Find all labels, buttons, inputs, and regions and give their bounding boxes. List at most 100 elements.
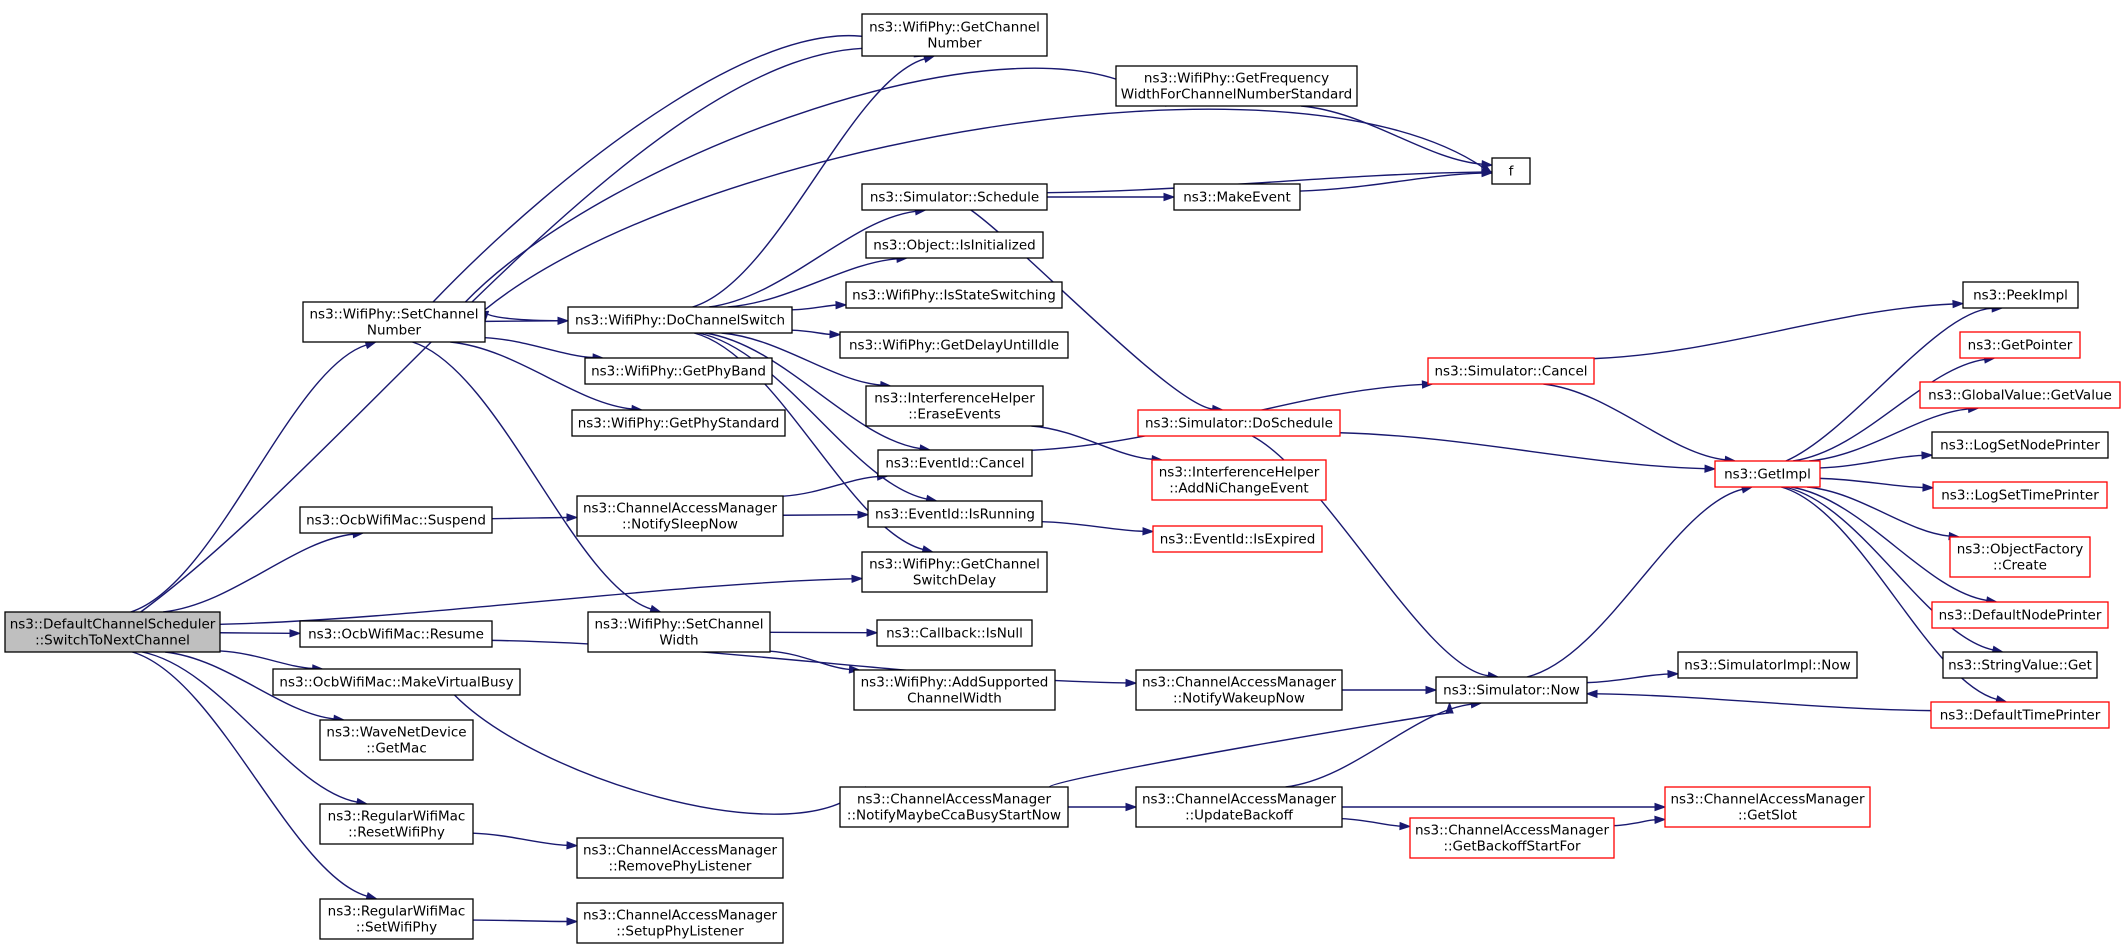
node-isstate[interactable]: ns3::WifiPhy::IsStateSwitching	[845, 281, 1063, 309]
node-simimplnow[interactable]: ns3::SimulatorImpl::Now	[1677, 651, 1858, 679]
edge-deftime-to-simnow	[1585, 689, 1932, 712]
node-lognode[interactable]: ns3::LogSetNodePrinter	[1931, 431, 2109, 459]
edge-notifycca-to-updback	[1068, 802, 1138, 812]
node-reset[interactable]: ns3::RegularWifiMac::ResetWifiPhy	[319, 803, 474, 845]
node-getimpl[interactable]: ns3::GetImpl	[1714, 460, 1821, 488]
node-label: ns3::InterferenceHelper	[1159, 465, 1320, 481]
node-strget[interactable]: ns3::StringValue::Get	[1942, 651, 2098, 679]
node-label: ns3::WifiPhy::IsStateSwitching	[852, 288, 1056, 304]
node-resume[interactable]: ns3::OcbWifiMac::Resume	[299, 620, 493, 648]
edge-root-to-resume	[219, 629, 302, 638]
edge-line	[1790, 486, 1987, 602]
edge-root-to-setch	[130, 341, 378, 613]
node-label: ns3::SimulatorImpl::Now	[1684, 658, 1850, 674]
node-label: ChannelWidth	[907, 691, 1002, 707]
node-label: ns3::WaveNetDevice	[326, 725, 466, 741]
node-objfac[interactable]: ns3::ObjectFactory::Create	[1949, 536, 2091, 578]
node-updback[interactable]: ns3::ChannelAccessManager::UpdateBackoff	[1135, 786, 1343, 828]
node-erase[interactable]: ns3::InterferenceHelper::EraseEvents	[865, 385, 1044, 427]
node-removelis[interactable]: ns3::ChannelAccessManager::RemovePhyList…	[576, 837, 784, 879]
edge-line	[1301, 105, 1483, 165]
node-setphy[interactable]: ns3::RegularWifiMac::SetWifiPhy	[319, 898, 474, 940]
edge-arrowhead	[364, 341, 378, 350]
node-getbackoff[interactable]: ns3::ChannelAccessManager::GetBackoffSta…	[1409, 817, 1615, 859]
edge-line	[1041, 520, 1144, 532]
edge-line	[219, 632, 291, 635]
node-notifywake[interactable]: ns3::ChannelAccessManager::NotifyWakeupN…	[1135, 669, 1343, 711]
node-evcancel[interactable]: ns3::EventId::Cancel	[877, 449, 1033, 477]
edge-line	[698, 332, 927, 500]
edge-dochsw-to-isstate	[791, 300, 848, 311]
node-dochsw[interactable]: ns3::WifiPhy::DoChannelSwitch	[567, 306, 793, 334]
node-wngetmac[interactable]: ns3::WaveNetDevice::GetMac	[319, 719, 474, 761]
node-addni[interactable]: ns3::InterferenceHelper::AddNiChangeEven…	[1151, 459, 1327, 501]
node-deftime[interactable]: ns3::DefaultTimePrinter	[1930, 701, 2110, 729]
node-label: ns3::Simulator::Schedule	[870, 190, 1039, 206]
node-label: ns3::Simulator::Now	[1443, 683, 1580, 699]
node-box	[1152, 525, 1323, 553]
node-phystd[interactable]: ns3::WifiPhy::GetPhyStandard	[571, 409, 786, 437]
edge-line	[484, 336, 594, 359]
node-box	[861, 183, 1048, 211]
node-label: ns3::PeekImpl	[1973, 288, 2068, 304]
node-mvb[interactable]: ns3::OcbWifiMac::MakeVirtualBusy	[272, 668, 521, 696]
edge-reset-to-removelis	[472, 832, 579, 850]
edge-line	[1819, 454, 1923, 469]
node-dosched[interactable]: ns3::Simulator::DoSchedule	[1137, 409, 1341, 437]
node-box	[1135, 669, 1343, 711]
edge-setphy-to-setuplis	[472, 917, 579, 926]
node-isexpired[interactable]: ns3::EventId::IsExpired	[1152, 525, 1323, 553]
node-delayidle[interactable]: ns3::WifiPhy::GetDelayUntilIdle	[839, 331, 1069, 359]
node-isrunning[interactable]: ns3::EventId::IsRunning	[867, 500, 1043, 528]
node-defnode[interactable]: ns3::DefaultNodePrinter	[1931, 601, 2109, 629]
node-phyband[interactable]: ns3::WifiPhy::GetPhyBand	[584, 357, 773, 385]
node-notifysleep[interactable]: ns3::ChannelAccessManager::NotifySleepNo…	[576, 495, 784, 537]
node-label: ns3::InterferenceHelper	[874, 391, 1035, 407]
node-getptr[interactable]: ns3::GetPointer	[1959, 331, 2081, 359]
node-simnow[interactable]: ns3::Simulator::Now	[1435, 676, 1588, 704]
edge-getbackoff-to-getslot	[1613, 815, 1667, 827]
node-isinit[interactable]: ns3::Object::IsInitialized	[865, 231, 1044, 259]
node-makeevent[interactable]: ns3::MakeEvent	[1173, 183, 1301, 211]
node-getfreq[interactable]: ns3::WifiPhy::GetFrequencyWidthForChanne…	[1115, 65, 1358, 107]
edge-arrowhead	[1654, 802, 1667, 812]
edge-updback-to-simnow	[1285, 700, 1483, 788]
node-label: ::RemovePhyListener	[609, 859, 752, 875]
edge-line	[1819, 477, 1924, 489]
node-gvget[interactable]: ns3::GlobalValue::GetValue	[1919, 381, 2121, 409]
node-box	[1931, 601, 2109, 629]
node-box	[1677, 651, 1858, 679]
node-box	[567, 306, 793, 334]
node-peek[interactable]: ns3::PeekImpl	[1962, 281, 2079, 309]
node-f[interactable]: f	[1491, 157, 1531, 185]
node-getslot[interactable]: ns3::ChannelAccessManager::GetSlot	[1664, 786, 1871, 828]
node-notifycca[interactable]: ns3::ChannelAccessManager::NotifyMaybeCc…	[839, 786, 1069, 828]
node-setuplis[interactable]: ns3::ChannelAccessManager::SetupPhyListe…	[576, 902, 784, 944]
edge-simnow-to-getimpl	[1526, 485, 1754, 678]
node-root[interactable]: ns3::DefaultChannelScheduler::SwitchToNe…	[4, 611, 221, 653]
edge-arrowhead	[1425, 685, 1438, 695]
node-box	[1137, 409, 1341, 437]
edge-line	[165, 651, 335, 720]
node-label: ns3::WifiPhy::GetPhyStandard	[578, 416, 780, 432]
node-schedule[interactable]: ns3::Simulator::Schedule	[861, 183, 1048, 211]
node-label: ::NotifySleepNow	[622, 517, 738, 533]
node-label: ns3::EventId::IsExpired	[1160, 532, 1316, 548]
node-logtime[interactable]: ns3::LogSetTimePrinter	[1932, 481, 2108, 509]
edge-arrowhead	[1654, 815, 1667, 825]
edge-arrowhead	[1667, 669, 1680, 679]
node-isnull[interactable]: ns3::Callback::IsNull	[876, 619, 1033, 647]
node-simcancel[interactable]: ns3::Simulator::Cancel	[1427, 357, 1595, 385]
edge-line	[1806, 486, 1950, 537]
edge-line	[782, 475, 878, 497]
node-suspend[interactable]: ns3::OcbWifiMac::Suspend	[299, 506, 493, 534]
node-box	[1491, 157, 1531, 185]
edge-arrowhead	[1163, 192, 1176, 202]
node-box	[865, 385, 1044, 427]
node-label: ns3::GlobalValue::GetValue	[1928, 388, 2112, 404]
